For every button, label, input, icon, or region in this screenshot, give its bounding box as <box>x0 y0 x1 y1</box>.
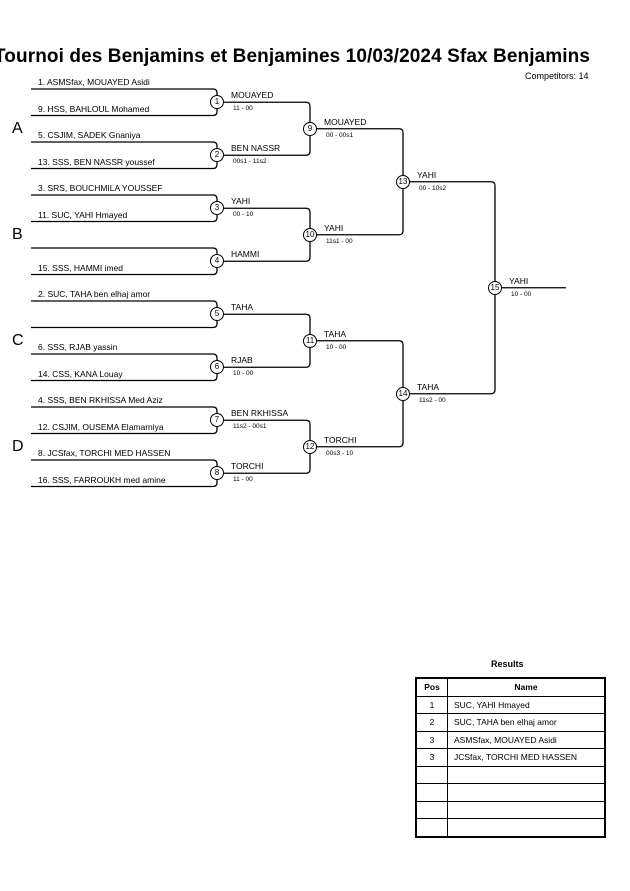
match-winner: TORCHI <box>324 434 357 445</box>
result-pos <box>415 818 448 837</box>
match-winner: MOUAYED <box>231 90 274 101</box>
match-winner: BEN RKHISSA <box>231 408 289 419</box>
match-winner: YAHI <box>509 275 529 286</box>
match-score: 11s2 - 00s1 <box>233 423 267 431</box>
match-score: 11 - 00 <box>233 105 253 113</box>
result-name <box>447 783 606 802</box>
pos-header: Pos <box>415 677 448 697</box>
match-number: 7 <box>210 413 224 428</box>
entry-label: 8. JCSfax, TORCHI MED HASSEN <box>38 448 171 458</box>
result-name: SUC, YAHI Hmayed <box>447 695 606 714</box>
match-number: 3 <box>210 201 224 216</box>
competitors-count: Competitors: 14 <box>525 71 589 81</box>
match-number: 14 <box>396 386 410 401</box>
results-row <box>415 818 606 837</box>
result-name <box>447 800 606 819</box>
match-number: 2 <box>210 148 224 163</box>
result-name: SUC, TAHA ben elhaj amor <box>447 713 606 732</box>
match-number: 15 <box>488 280 502 295</box>
results-row <box>415 765 606 784</box>
match-winner: TORCHI <box>231 461 264 472</box>
result-pos <box>415 783 448 802</box>
match-number: 8 <box>210 466 224 481</box>
pool-label: B <box>12 226 23 243</box>
match-number: 5 <box>210 307 224 322</box>
match-score: 00s1 - 11s2 <box>233 158 267 166</box>
entry-label: 1. ASMSfax, MOUAYED Asidi <box>38 77 150 87</box>
bracket-connector <box>31 300 218 329</box>
result-pos <box>415 765 448 784</box>
match-score: 11 - 00 <box>233 476 253 484</box>
match-winner: RJAB <box>231 355 253 366</box>
result-pos: 3 <box>415 748 448 767</box>
bracket-connector <box>310 128 404 236</box>
entry-label: 13. SSS, BEN NASSR youssef <box>38 156 155 167</box>
match-winner: YAHI <box>231 196 251 207</box>
results-title: Results <box>491 659 524 669</box>
bracket-connector <box>403 181 496 395</box>
match-score: 00 - 10 <box>233 211 254 219</box>
match-winner: TAHA <box>231 302 254 313</box>
match-score: 11s2 - 00 <box>419 396 446 404</box>
entry-label: 9. HSS, BAHLOUL Mohamed <box>38 103 150 114</box>
result-name: ASMSfax, MOUAYED Asidi <box>447 730 606 749</box>
match-winner: HAMMI <box>231 249 260 260</box>
match-winner: MOUAYED <box>324 116 367 127</box>
match-winner: TAHA <box>324 328 347 339</box>
result-pos <box>415 800 448 819</box>
entry-label: 2. SUC, TAHA ben elhaj amor <box>38 289 151 299</box>
result-name: JCSfax, TORCHI MED HASSEN <box>447 748 606 767</box>
result-pos: 1 <box>415 695 448 714</box>
match-number: 4 <box>210 254 224 269</box>
match-score: 10 - 00 <box>511 290 532 298</box>
match-number: 9 <box>303 121 317 136</box>
entry-label: 14. CSS, KANA Louay <box>38 368 123 379</box>
match-number: 13 <box>396 174 410 189</box>
pool-label: C <box>12 332 24 349</box>
entry-label: 3. SRS, BOUCHMILA YOUSSEF <box>38 183 163 193</box>
match-score: 11s1 - 00 <box>326 237 353 245</box>
match-number: 11 <box>303 333 317 348</box>
match-score: 10 - 00 <box>233 370 254 378</box>
entry-label: 4. SSS, BEN RKHISSA Med Aziz <box>38 395 163 405</box>
match-winner: YAHI <box>417 169 437 180</box>
match-winner: TAHA <box>417 381 440 392</box>
pool-label: A <box>12 120 23 137</box>
result-pos: 2 <box>415 713 448 732</box>
match-winner: YAHI <box>324 222 344 233</box>
entry-label: 11. SUC, YAHI Hmayed <box>38 209 128 220</box>
results-row <box>415 783 606 802</box>
pool-label: D <box>12 438 24 455</box>
match-number: 1 <box>210 95 224 110</box>
match-score: 10 - 00 <box>326 343 347 351</box>
name-header: Name <box>447 677 606 697</box>
result-pos: 3 <box>415 730 448 749</box>
result-name <box>447 765 606 784</box>
bracket-connector <box>310 340 404 448</box>
entry-label: 5. CSJIM, SADEK Gnaniya <box>38 130 141 140</box>
entry-label: 6. SSS, RJAB yassin <box>38 342 118 352</box>
entry-label: 16. SSS, FARROUKH med amine <box>38 474 166 485</box>
match-number: 12 <box>303 439 317 454</box>
results-row <box>415 800 606 819</box>
match-score: 00s3 - 10 <box>326 449 354 457</box>
match-score: 00 - 10s2 <box>419 184 447 192</box>
results-header-row: Pos Name <box>415 677 606 697</box>
result-name <box>447 818 606 837</box>
entry-label: 15. SSS, HAMMI imed <box>38 262 124 273</box>
match-number: 6 <box>210 360 224 375</box>
match-number: 10 <box>303 227 317 242</box>
match-winner: BEN NASSR <box>231 143 281 154</box>
page-title: Tournoi des Benjamins et Benjamines 10/0… <box>0 46 591 67</box>
match-score: 00 - 00s1 <box>326 131 354 139</box>
entry-label: 12. CSJIM, OUSEMA Elamarniya <box>38 421 164 432</box>
